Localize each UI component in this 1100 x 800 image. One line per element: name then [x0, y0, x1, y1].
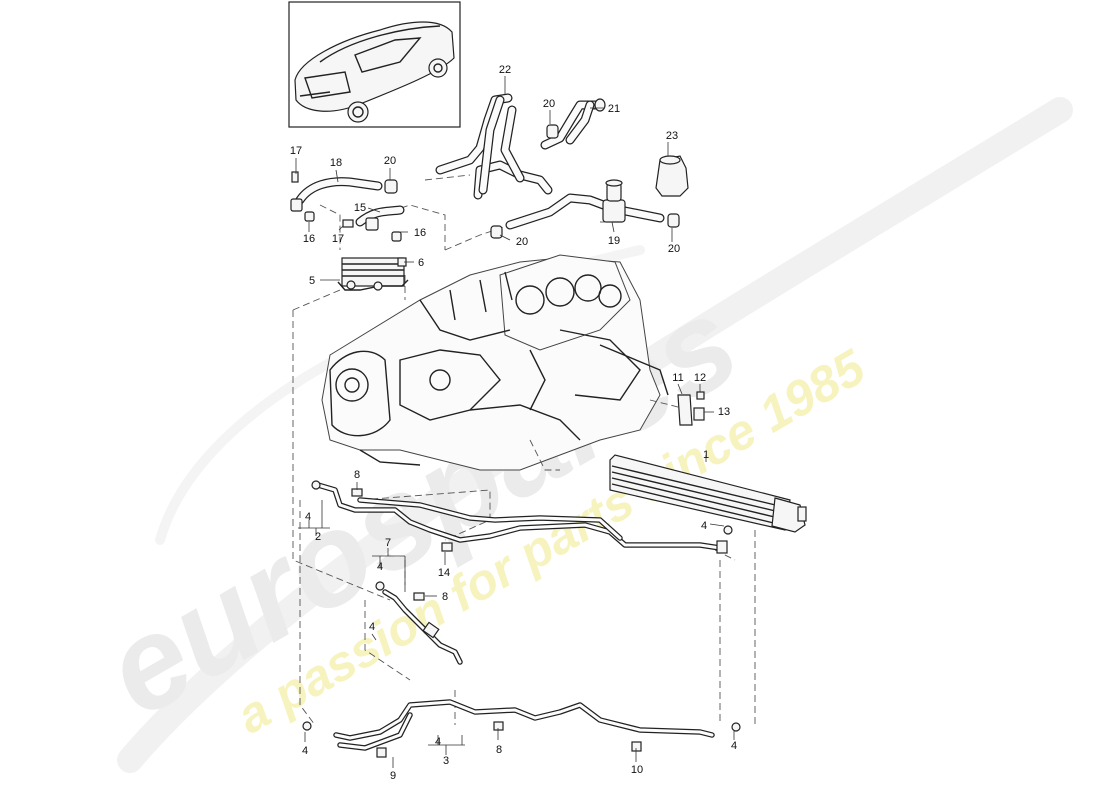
transmission-oil-cooler — [609, 454, 807, 533]
callout-22[interactable]: 22 — [499, 64, 511, 76]
callout-16[interactable]: 16 — [303, 233, 315, 245]
engine-gearbox-assembly — [321, 254, 669, 471]
callout-10[interactable]: 10 — [631, 764, 643, 776]
callout-3[interactable]: 3 — [443, 755, 449, 767]
vehicle-thumbnail — [288, 1, 461, 128]
callout-7[interactable]: 7 — [385, 537, 391, 549]
callout-13[interactable]: 13 — [718, 406, 730, 418]
callout-8[interactable]: 8 — [496, 744, 502, 756]
leader-lines — [295, 76, 735, 768]
upper-coolant-hoses — [290, 93, 689, 242]
callout-4[interactable]: 4 — [305, 511, 311, 523]
callout-4[interactable]: 4 — [731, 740, 737, 752]
callout-1[interactable]: 1 — [703, 449, 709, 461]
callout-11[interactable]: 11 — [672, 372, 683, 384]
callout-8[interactable]: 8 — [442, 591, 448, 603]
callout-20[interactable]: 20 — [543, 98, 555, 110]
callout-5[interactable]: 5 — [309, 275, 315, 287]
callout-2[interactable]: 2 — [315, 531, 321, 543]
callout-6[interactable]: 6 — [418, 257, 424, 269]
callout-21[interactable]: 21 — [608, 103, 620, 115]
callout-20[interactable]: 20 — [384, 155, 396, 167]
callout-4[interactable]: 4 — [435, 736, 441, 748]
oil-cooler-small — [337, 257, 409, 291]
callout-17[interactable]: 17 — [290, 145, 302, 157]
callout-12[interactable]: 12 — [694, 372, 706, 384]
assembly-guide-lines — [292, 174, 756, 726]
callout-4[interactable]: 4 — [302, 745, 308, 757]
callout-4[interactable]: 4 — [701, 520, 707, 532]
oil-lines — [302, 391, 741, 758]
callout-20[interactable]: 20 — [668, 243, 680, 255]
callout-8[interactable]: 8 — [354, 469, 360, 481]
callout-4[interactable]: 4 — [369, 621, 375, 633]
callout-16[interactable]: 16 — [414, 227, 426, 239]
part-callouts: 1 2 3 4 4 4 4 4 4 4 4 5 6 7 8 8 8 9 10 1… — [290, 64, 737, 782]
callout-23[interactable]: 23 — [666, 130, 678, 142]
callout-15[interactable]: 15 — [354, 202, 366, 214]
callout-4[interactable]: 4 — [377, 561, 383, 573]
callout-9[interactable]: 9 — [390, 770, 396, 782]
callout-14[interactable]: 14 — [438, 567, 450, 579]
callout-20[interactable]: 20 — [516, 236, 528, 248]
callout-17[interactable]: 17 — [332, 233, 344, 245]
callout-19[interactable]: 19 — [608, 235, 620, 247]
callout-18[interactable]: 18 — [330, 157, 342, 169]
